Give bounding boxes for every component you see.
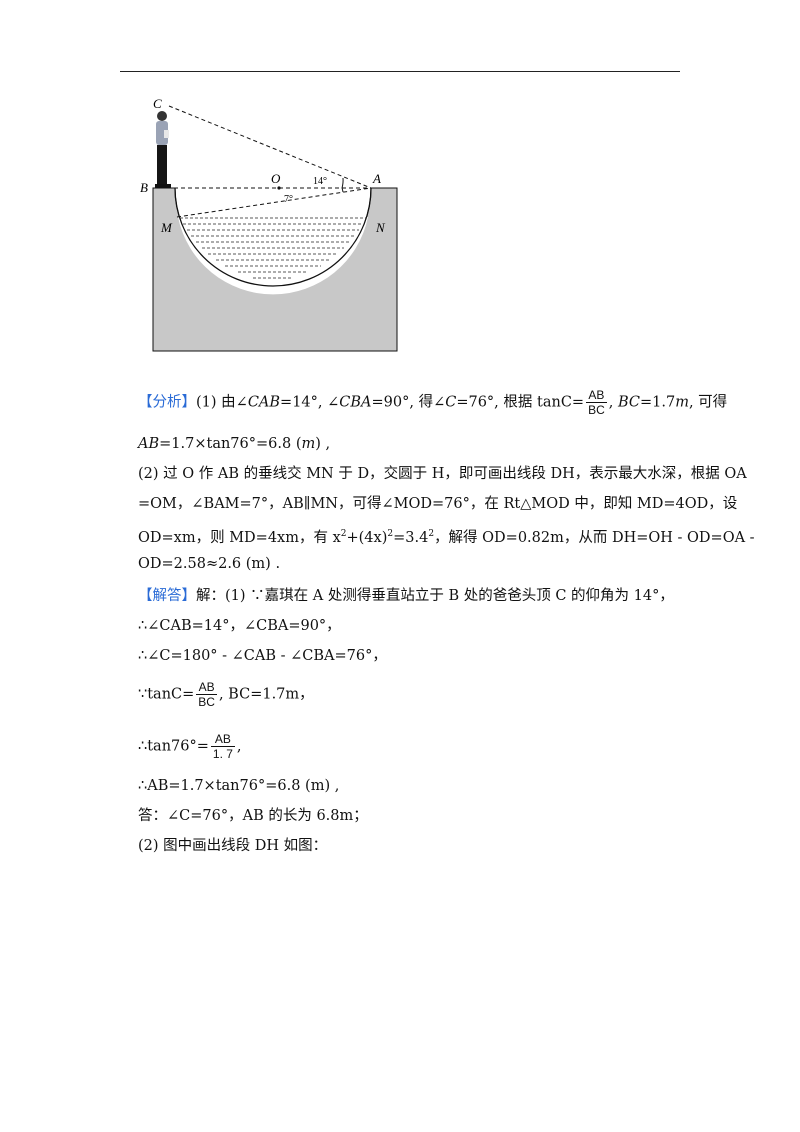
solution-line-8: (2) 图中画出线段 DH 如图： xyxy=(138,838,328,854)
label-c: C xyxy=(153,96,162,111)
pool-arc xyxy=(174,187,372,287)
solution-line-6: ∴AB=1.7×tan76°=6.8 (m) , xyxy=(138,778,340,794)
line-ca xyxy=(168,105,372,189)
analysis-line-1: 【分析】(1) 由∠CAB=14°, ∠CBA=90°, 得∠C=76°, 根据… xyxy=(138,388,728,417)
person-figure xyxy=(155,111,171,188)
line-am xyxy=(176,187,372,218)
point-o xyxy=(277,186,281,190)
solution-line-2: ∴∠CAB=14°，∠CBA=90°， xyxy=(138,618,341,634)
analysis-line-6: OD=2.58≈2.6 (m) . xyxy=(138,556,281,572)
label-b: B xyxy=(140,180,148,195)
analysis-line-2: AB=1.7×tan76°=6.8 (m) , xyxy=(138,436,331,452)
header-rule xyxy=(120,71,680,72)
angle-arc-top xyxy=(341,177,344,189)
solution-tag: 【解答】 xyxy=(138,588,196,604)
solution-line-1: 【解答】解：(1) ∵嘉琪在 A 处测得垂直站立于 B 处的爸爸头顶 C 的仰角… xyxy=(138,588,674,604)
label-angle-7: 7° xyxy=(284,194,293,205)
solution-line-3: ∴∠C=180° - ∠CAB - ∠CBA=76°， xyxy=(138,648,387,664)
water-dashes xyxy=(180,217,366,279)
label-a: A xyxy=(372,171,381,186)
analysis-line-4: =OM，∠BAM=7°，AB∥MN，可得∠MOD=76°，在 Rt△MOD 中，… xyxy=(138,496,738,512)
label-m: M xyxy=(160,220,173,235)
analysis-tag: 【分析】 xyxy=(138,394,196,411)
water-area xyxy=(178,217,368,295)
solution-line-7: 答：∠C=76°，AB 的长为 6.8m； xyxy=(138,808,368,824)
geometry-figure: C B O A M N 14° 7° xyxy=(140,96,398,352)
analysis-line-5: OD=xm，则 MD=4xm，有 x2+(4x)2=3.42，解得 OD=0.8… xyxy=(138,529,755,546)
label-angle-14: 14° xyxy=(313,176,327,187)
analysis-line-3: (2) 过 O 作 AB 的垂线交 MN 于 D，交圆于 H，即可画出线段 DH… xyxy=(138,466,747,482)
angle-arc-bottom xyxy=(341,187,344,193)
label-o: O xyxy=(271,171,281,186)
label-n: N xyxy=(375,220,386,235)
